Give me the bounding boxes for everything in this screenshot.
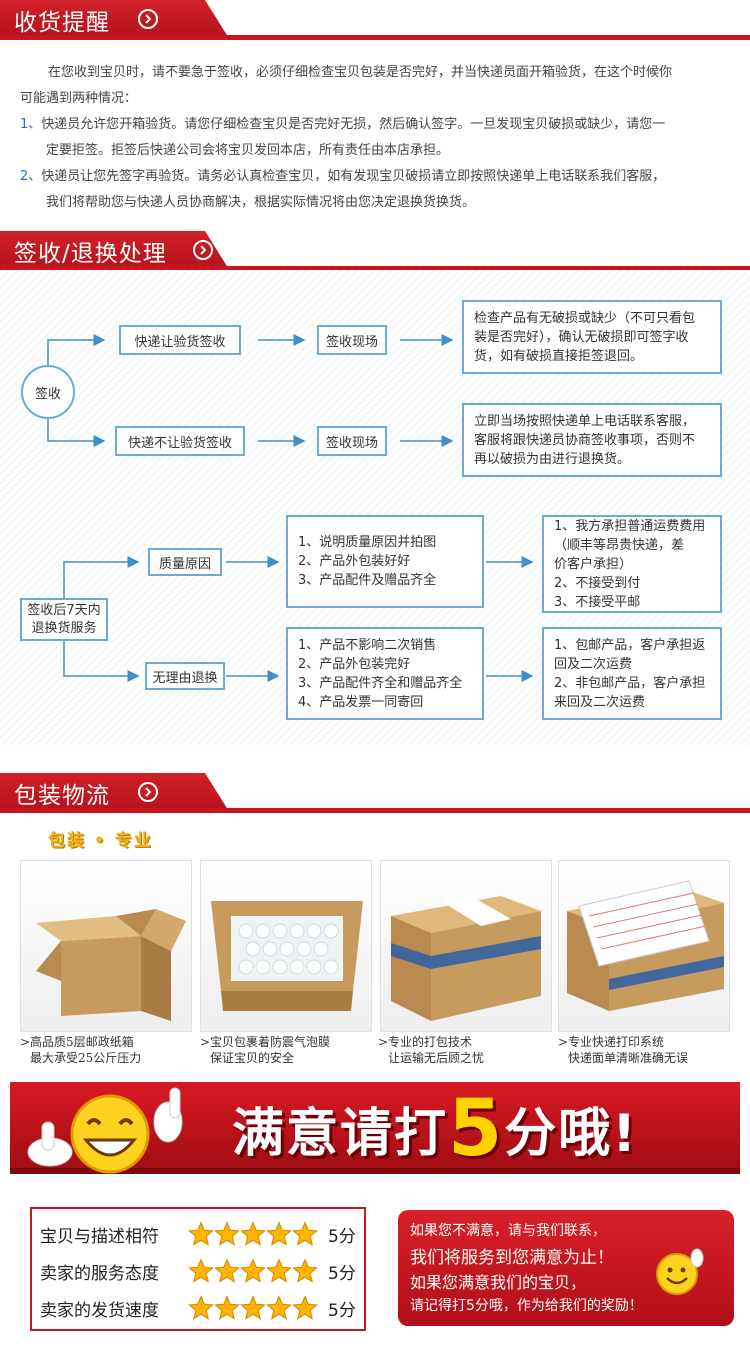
flow2-branch-quality: 质量原因 [148, 548, 222, 576]
contact-line-4: 请记得打5分哦，作为给我们的奖励！ [410, 1298, 643, 1314]
contact-box: 如果您不满意，请与我们联系， 我们将服务到您满意为止！ 如果您满意我们的宝贝， … [398, 1210, 734, 1326]
flow1-sign-site-b: 签收现场 [317, 426, 387, 456]
notice-item-1-cont: 定要拒签。拒签后快递公司会将宝贝发回本店，所有责任由本店承担。 [46, 143, 450, 158]
smiley-thumbs-up-icon [20, 1082, 190, 1182]
taped-box-icon [380, 860, 552, 1032]
star-icon [292, 1258, 318, 1283]
section-title: 收货提醒 [14, 10, 110, 36]
flow2-result-a: 1、我方承担普通运费费用 （顺丰等昂贵快递，差 价客户承担） 2、不接受到付 3… [542, 515, 722, 613]
flow2-root: 签收后7天内 退换货服务 [20, 598, 108, 641]
contact-line-1: 如果您不满意，请与我们联系， [410, 1223, 606, 1239]
section-title: 包装物流 [14, 783, 110, 809]
photo-caption-1: >高品质5层邮政纸箱最大承受25公斤压力 [20, 1035, 142, 1065]
notice-intro-1: 在您收到宝贝时，请不要急于签收，必须仔细检查宝贝包装是否完好，并当快递员面开箱验… [48, 65, 673, 80]
arrow-right-icon [193, 240, 213, 260]
star-icon [240, 1221, 266, 1246]
flow1-root: 签收 [21, 365, 75, 419]
banner-text: 满意请打5分哦! [232, 1084, 639, 1174]
flow2-condition-a: 1、说明质量原因并拍图 2、产品外包装好好 3、产品配件及赠品齐全 [286, 515, 484, 608]
notice-item-2-cont: 我们将帮助您与快递人员协商解决，根据实际情况将由您决定退换货换货。 [46, 195, 476, 210]
section-header-receipt: 收货提醒 [0, 0, 750, 40]
notice-item-1: 1、快递员允许您开箱验货。请您仔细检查宝贝是否完好无损，然后确认签字。一旦发现宝… [20, 117, 666, 132]
star-icon [292, 1221, 318, 1246]
section-header-returns: 签收/退换处理 [0, 231, 750, 271]
photo-caption-3: >专业的打包技术让运输无后顾之忧 [378, 1035, 485, 1065]
star-icon [240, 1258, 266, 1283]
rating-row: 宝贝与描述相符 5分 [40, 1219, 356, 1249]
contact-line-2: 我们将服务到您满意为止！ [410, 1248, 614, 1268]
rating-row: 卖家的服务态度 5分 [40, 1256, 356, 1286]
star-icon [240, 1295, 266, 1320]
star-rating [188, 1258, 318, 1284]
flow2-condition-b: 1、产品不影响二次销售 2、产品外包装完好 3、产品配件齐全和赠品齐全 4、产品… [286, 627, 484, 720]
arrow-right-icon [138, 782, 158, 802]
arrow-right-icon [138, 9, 158, 29]
notice-intro-2: 可能遇到两种情况： [20, 91, 138, 106]
star-icon [188, 1258, 214, 1283]
notice-item-2: 2、快递员让您先签字再验货。请务必认真检查宝贝，如有发现宝贝破损请立即按照快递单… [20, 169, 666, 184]
star-icon [214, 1295, 240, 1320]
rating-box: 宝贝与描述相符 5分 卖家的服务态度 5分 卖家的发货速度 5分 [30, 1207, 366, 1331]
photo-caption-4: >专业快递打印系统快递面单清晰准确无误 [558, 1035, 689, 1065]
star-icon [214, 1258, 240, 1283]
star-icon [188, 1295, 214, 1320]
flow1-result-b: 立即当场按照快递单上电话联系客服， 客服将跟快递员协商签收事项，否则不 再以破损… [462, 403, 722, 477]
packaging-subtitle: 包装 • 专业 [48, 831, 153, 851]
star-icon [266, 1258, 292, 1283]
flow1-branch-inspect: 快递让验货签收 [119, 325, 241, 355]
smiley-icon [653, 1246, 705, 1298]
star-icon [266, 1221, 292, 1246]
section-title: 签收/退换处理 [14, 241, 167, 267]
rating-row: 卖家的发货速度 5分 [40, 1293, 356, 1323]
flow2-result-b: 1、包邮产品，客户承担返 回及二次运费 2、非包邮产品，客户承担 来回及二次运费 [542, 627, 722, 720]
waybill-box-icon [558, 860, 730, 1032]
bubble-wrap-box-icon [200, 860, 372, 1032]
star-icon [214, 1221, 240, 1246]
photo-caption-2: >宝贝包裹着防震气泡膜保证宝贝的安全 [200, 1035, 331, 1065]
flow1-sign-site-a: 签收现场 [317, 325, 387, 355]
flow2-branch-no-reason: 无理由退换 [145, 662, 225, 690]
star-rating [188, 1221, 318, 1247]
star-icon [266, 1295, 292, 1320]
section-header-logistics: 包装物流 [0, 773, 750, 813]
open-carton-box-icon [20, 860, 192, 1032]
star-icon [188, 1221, 214, 1246]
flow1-branch-no-inspect: 快递不让验货签收 [115, 426, 245, 456]
contact-line-3: 如果您满意我们的宝贝， [410, 1273, 587, 1292]
flow1-result-a: 检查产品有无破损或缺少（不可只看包 装是否完好），确认无破损即可签字收 货，如有… [462, 300, 722, 374]
star-rating [188, 1295, 318, 1321]
star-icon [292, 1295, 318, 1320]
